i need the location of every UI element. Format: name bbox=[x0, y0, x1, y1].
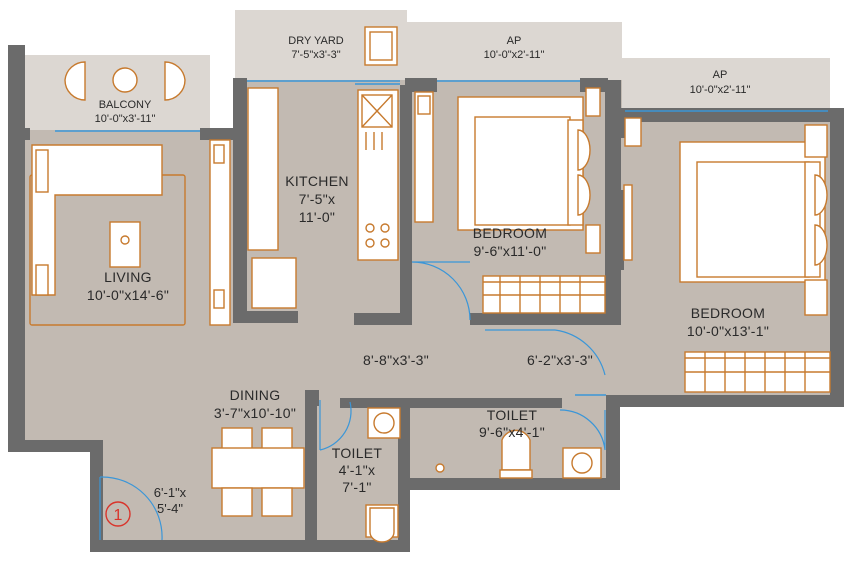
balcony-chairs bbox=[64, 61, 186, 101]
wall-bed2-south bbox=[606, 395, 833, 407]
wall-foyer-west bbox=[90, 440, 103, 552]
wall-toilet-south bbox=[398, 478, 620, 490]
dry-yard-dim: 7'-5"x3'-3" bbox=[291, 49, 340, 61]
bedroom2-dim: 10'-0"x13'-1" bbox=[687, 323, 769, 339]
foyer-dim1: 6'-1"x bbox=[154, 485, 187, 500]
kitchen-dim2: 11'-0" bbox=[299, 209, 335, 225]
toilet1-name: TOILET bbox=[487, 407, 538, 423]
bedroom1-dim: 9'-6"x11'-0" bbox=[473, 243, 546, 259]
wall-dining-pillar bbox=[305, 390, 319, 406]
wall-kitchen-west bbox=[233, 78, 247, 323]
bedroom2-name: BEDROOM bbox=[691, 305, 765, 321]
bedroom2-furniture bbox=[623, 117, 831, 393]
dry-yard-washer bbox=[364, 26, 398, 66]
wall-bed2-north bbox=[622, 108, 844, 122]
bedroom1-name: BEDROOM bbox=[473, 225, 547, 241]
toilet1-fixtures bbox=[435, 429, 602, 479]
wall-bed2-west bbox=[605, 108, 625, 138]
balcony-dim: 10'-0"x3'-11" bbox=[95, 113, 156, 125]
kitchen-name: KITCHEN bbox=[285, 173, 349, 189]
bedroom1-furniture bbox=[414, 87, 606, 314]
door-toilet2[interactable] bbox=[319, 400, 352, 451]
wall-toilet-top bbox=[402, 398, 562, 408]
door-bed2[interactable] bbox=[485, 329, 606, 376]
wall-toilet-east bbox=[606, 395, 620, 490]
dry-yard-name: DRY YARD bbox=[288, 35, 343, 47]
ap-right-name: AP bbox=[713, 69, 728, 81]
wall-living-north-right bbox=[200, 128, 240, 140]
wall-living-north-left bbox=[10, 128, 30, 140]
door-bed1[interactable] bbox=[411, 261, 471, 321]
wall-bed2-west-low bbox=[612, 190, 624, 270]
ap-top-area bbox=[407, 22, 622, 80]
dining-dim: 3'-7"x10'-10" bbox=[214, 405, 296, 421]
living-dim: 10'-0"x14'-6" bbox=[87, 287, 169, 303]
kitchen-dim1: 7'-5"x bbox=[299, 191, 336, 207]
entry-marker-label: 1 bbox=[114, 507, 123, 524]
toilet2-fixtures bbox=[365, 407, 401, 543]
wall-south bbox=[90, 540, 410, 552]
living-name: LIVING bbox=[104, 269, 152, 285]
entry-marker-circle bbox=[105, 501, 131, 527]
door-toilet1[interactable] bbox=[559, 409, 606, 451]
living-tv-unit bbox=[209, 139, 231, 326]
door-entry[interactable] bbox=[99, 476, 163, 541]
passage-dim: 8'-8"x3'-3" bbox=[363, 352, 429, 368]
wall-kitchen-bottom-left bbox=[233, 311, 298, 323]
wall-west bbox=[8, 45, 25, 440]
wall-toilet2-south bbox=[398, 478, 410, 552]
wall-kitchen-bottom-right bbox=[354, 313, 412, 325]
toilet2-name: TOILET bbox=[332, 445, 383, 461]
ap-right-area bbox=[622, 58, 830, 108]
wall-kitchen-east bbox=[400, 85, 412, 325]
passage2-dim: 6'-2"x3'-3" bbox=[527, 352, 593, 368]
wall-toilet2-top bbox=[340, 398, 410, 408]
wall-toilet2-west bbox=[305, 398, 317, 548]
toilet1-dim: 9'-6"x4'-1" bbox=[479, 424, 545, 440]
dining-table bbox=[211, 427, 305, 517]
wall-west-lower bbox=[8, 440, 103, 452]
kitchen-counters bbox=[247, 87, 399, 309]
wall-toilet-divider bbox=[398, 398, 410, 490]
balcony-name: BALCONY bbox=[99, 99, 152, 111]
ap-top-name: AP bbox=[507, 35, 522, 47]
ap-right-dim: 10'-0"x2'-11" bbox=[690, 84, 751, 96]
toilet2-dim2: 7'-1" bbox=[342, 479, 371, 495]
living-sofa bbox=[29, 144, 186, 326]
wall-bed1-bottom bbox=[470, 313, 610, 325]
wall-east bbox=[830, 118, 844, 407]
dining-name: DINING bbox=[230, 387, 281, 403]
ap-top-dim: 10'-0"x2'-11" bbox=[484, 49, 545, 61]
toilet2-dim1: 4'-1"x bbox=[339, 462, 376, 478]
wall-bed1-north-west bbox=[405, 78, 437, 92]
foyer-dim2: 5'-4" bbox=[157, 501, 183, 516]
